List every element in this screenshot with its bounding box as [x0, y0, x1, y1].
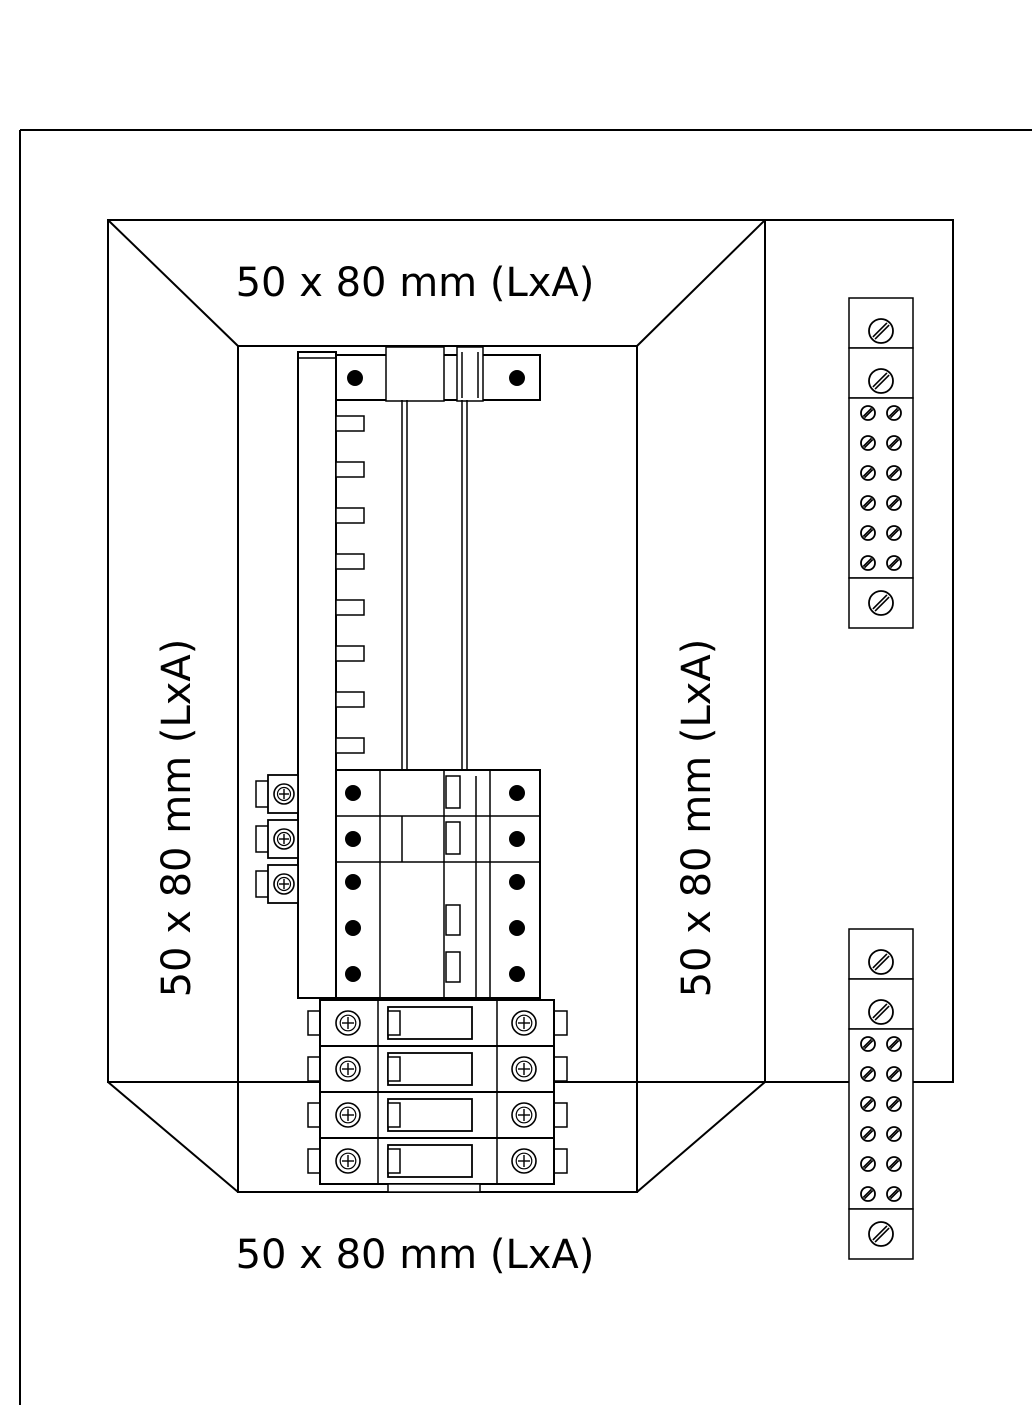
terminal-screw-icon — [345, 920, 361, 936]
distribution-bar — [297, 351, 365, 999]
phillips-screw-icon — [511, 1010, 537, 1036]
slotted-screw-icon — [868, 590, 894, 616]
slotted-screw-icon — [868, 368, 894, 394]
breaker-lever — [387, 1010, 401, 1036]
phillips-screw-icon — [335, 1010, 361, 1036]
branch-breaker — [307, 1045, 568, 1093]
label-top: 50 x 80 mm (LxA) — [236, 260, 595, 306]
terminal-screw-icon — [345, 831, 361, 847]
phillips-screw-icon — [511, 1102, 537, 1128]
terminal-screw-icon — [509, 966, 525, 982]
busbar-screw-icon — [509, 370, 525, 386]
breaker-window — [387, 1052, 473, 1086]
slotted-screw-icon — [886, 465, 902, 481]
phillips-screw-icon — [273, 828, 295, 850]
breaker-window — [387, 1144, 473, 1178]
breaker-window — [387, 1098, 473, 1132]
breaker-lever — [387, 1102, 401, 1128]
outer-frame — [19, 129, 1032, 1405]
slotted-screw-icon — [868, 318, 894, 344]
phillips-screw-icon — [273, 873, 295, 895]
slotted-screw-icon — [868, 999, 894, 1025]
terminal-screw-icon — [345, 785, 361, 801]
branch-breaker — [307, 999, 568, 1047]
slotted-screw-icon — [886, 1066, 902, 1082]
phillips-screw-icon — [335, 1102, 361, 1128]
terminal-screw-icon — [509, 831, 525, 847]
comb-slot — [335, 415, 365, 432]
slotted-screw-icon — [860, 1096, 876, 1112]
phillips-screw-icon — [335, 1056, 361, 1082]
slotted-screw-icon — [886, 1096, 902, 1112]
comb-slot — [335, 507, 365, 524]
slotted-screw-icon — [886, 435, 902, 451]
slotted-screw-icon — [860, 1036, 876, 1052]
din-rail-tab — [387, 1183, 481, 1193]
comb-slot — [335, 553, 365, 570]
breaker-lever — [387, 1056, 401, 1082]
comb-slot — [335, 599, 365, 616]
main-breaker-block — [335, 769, 541, 999]
slotted-screw-icon — [886, 1036, 902, 1052]
slotted-screw-icon — [886, 1156, 902, 1172]
slotted-screw-icon — [860, 525, 876, 541]
slotted-screw-icon — [860, 555, 876, 571]
label-bottom: 50 x 80 mm (LxA) — [236, 1232, 595, 1278]
slotted-screw-icon — [886, 405, 902, 421]
breaker-lever — [387, 1148, 401, 1174]
slotted-screw-icon — [860, 435, 876, 451]
busbar-screw-icon — [347, 370, 363, 386]
label-right: 50 x 80 mm (LxA) — [674, 639, 720, 998]
branch-breaker — [307, 1091, 568, 1139]
ground-clamp — [255, 819, 299, 859]
terminal-screw-icon — [509, 920, 525, 936]
phillips-screw-icon — [335, 1148, 361, 1174]
ground-clamps — [255, 774, 299, 904]
comb-slot — [335, 691, 365, 708]
slotted-screw-icon — [860, 465, 876, 481]
slotted-screw-icon — [860, 495, 876, 511]
comb-slot — [335, 461, 365, 478]
terminal-pair-area — [848, 1028, 914, 1210]
terminal-block-lower — [848, 928, 914, 1260]
comb-slots — [335, 415, 365, 754]
slotted-screw-icon — [860, 1156, 876, 1172]
slotted-screw-icon — [860, 1186, 876, 1202]
terminal-pair-area — [848, 397, 914, 579]
terminal-screw-icon — [509, 785, 525, 801]
branch-breaker — [307, 1137, 568, 1185]
terminal-screw-icon — [345, 874, 361, 890]
slotted-screw-icon — [886, 495, 902, 511]
terminal-screw-icon — [345, 966, 361, 982]
breaker-window — [387, 1006, 473, 1040]
phillips-screw-icon — [511, 1056, 537, 1082]
branch-breakers — [307, 999, 568, 1193]
slotted-screw-icon — [860, 1066, 876, 1082]
slotted-screw-icon — [886, 525, 902, 541]
comb-slot — [335, 737, 365, 754]
top-busbar — [335, 346, 541, 770]
ground-clamp — [255, 774, 299, 814]
terminal-screw-icon — [509, 874, 525, 890]
label-left: 50 x 80 mm (LxA) — [154, 639, 200, 998]
slotted-screw-icon — [860, 405, 876, 421]
terminal-block-upper — [848, 297, 914, 629]
slotted-screw-icon — [868, 1221, 894, 1247]
slotted-screw-icon — [886, 1126, 902, 1142]
slotted-screw-icon — [886, 1186, 902, 1202]
slotted-screw-icon — [868, 949, 894, 975]
main-breaker-screws — [345, 785, 525, 982]
phillips-screw-icon — [511, 1148, 537, 1174]
slotted-screw-icon — [886, 555, 902, 571]
phillips-screw-icon — [273, 783, 295, 805]
slotted-screw-icon — [860, 1126, 876, 1142]
ground-clamp — [255, 864, 299, 904]
comb-slot — [335, 645, 365, 662]
